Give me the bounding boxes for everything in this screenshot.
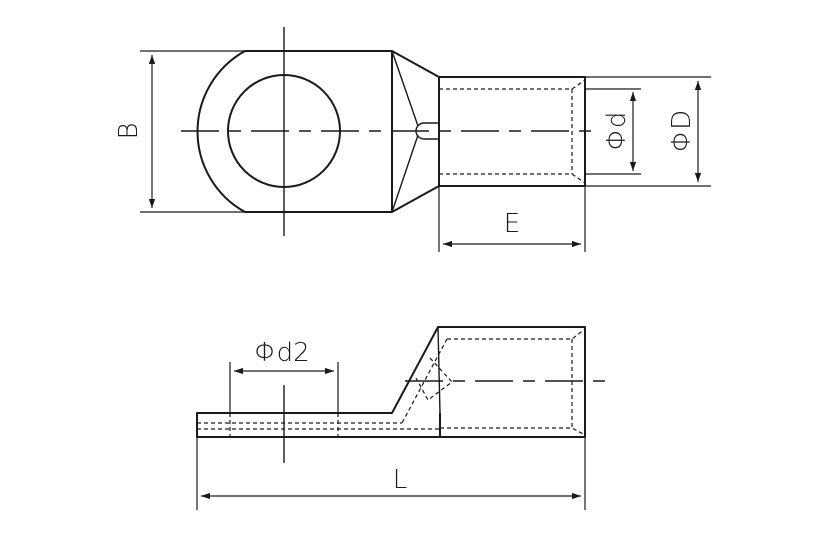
top-view-barrel-bore <box>439 79 586 184</box>
top-view-chamfer-lower <box>391 134 419 213</box>
dim-phi-d2-label: Φd2 <box>254 338 309 368</box>
dim-l-label: L <box>393 465 408 495</box>
side-view-ramp-inner <box>437 326 441 414</box>
side-view: Φd2 L <box>196 326 607 510</box>
dim-b-label: B <box>114 122 144 139</box>
dim-phi-d-label: Φd <box>602 112 632 151</box>
top-view: B Φd ΦD E <box>114 27 711 252</box>
side-view-inspection-window <box>401 338 453 424</box>
side-view-barrel-bore <box>440 328 586 436</box>
dim-phi-big-d-label: ΦD <box>667 110 697 152</box>
top-view-chamfer-upper <box>391 50 419 127</box>
dim-e-label: E <box>504 209 520 239</box>
